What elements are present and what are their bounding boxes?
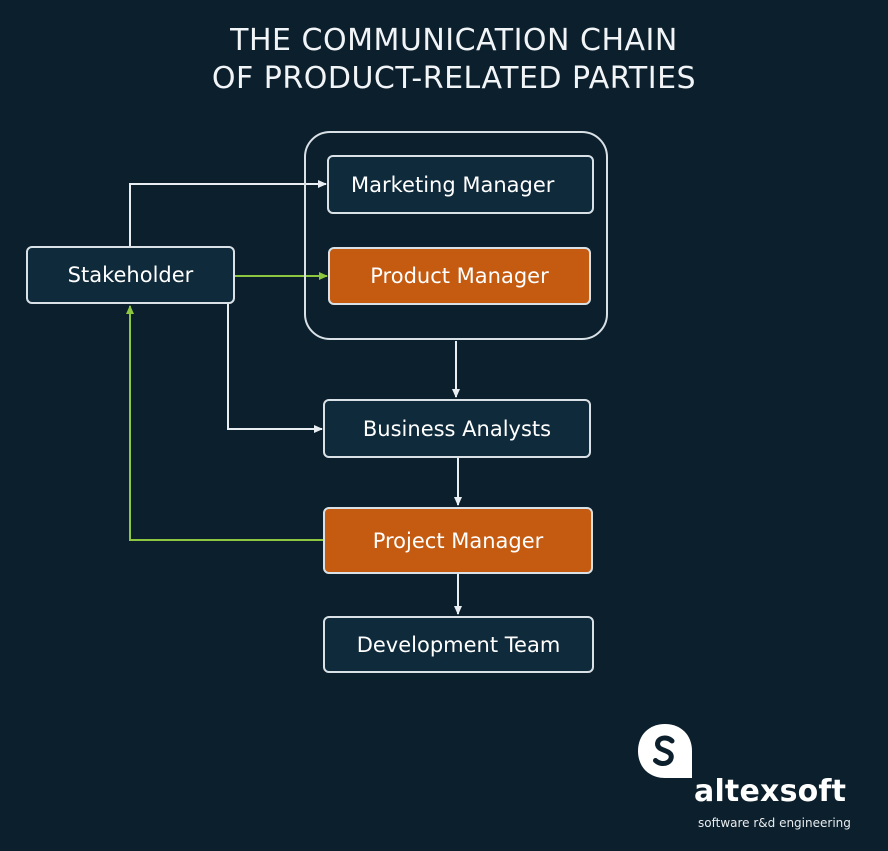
- node-stakeholder: Stakeholder: [26, 246, 235, 304]
- logo-tagline: software r&d engineering: [698, 816, 851, 830]
- node-business-analysts: Business Analysts: [323, 399, 591, 458]
- edge-project-manager-to-stakeholder: [126, 305, 323, 541]
- product-group-container: [304, 131, 608, 340]
- altexsoft-logo-icon: [638, 724, 692, 778]
- altexsoft-logo: altexsoft software r&d engineering: [636, 722, 866, 837]
- node-development-team: Development Team: [323, 616, 594, 673]
- edge-stakeholder-to-marketing-manager: [129, 180, 327, 246]
- node-marketing-manager: Marketing Manager: [327, 155, 594, 214]
- diagram-title: THE COMMUNICATION CHAIN OF PRODUCT-RELAT…: [0, 22, 888, 98]
- node-project-manager: Project Manager: [323, 507, 593, 574]
- edge-stakeholder-to-business-analysts: [227, 304, 323, 433]
- title-line-1: THE COMMUNICATION CHAIN: [230, 23, 678, 58]
- logo-wordmark: altexsoft: [694, 774, 847, 809]
- title-line-2: OF PRODUCT-RELATED PARTIES: [211, 61, 697, 96]
- node-product-manager: Product Manager: [328, 247, 591, 305]
